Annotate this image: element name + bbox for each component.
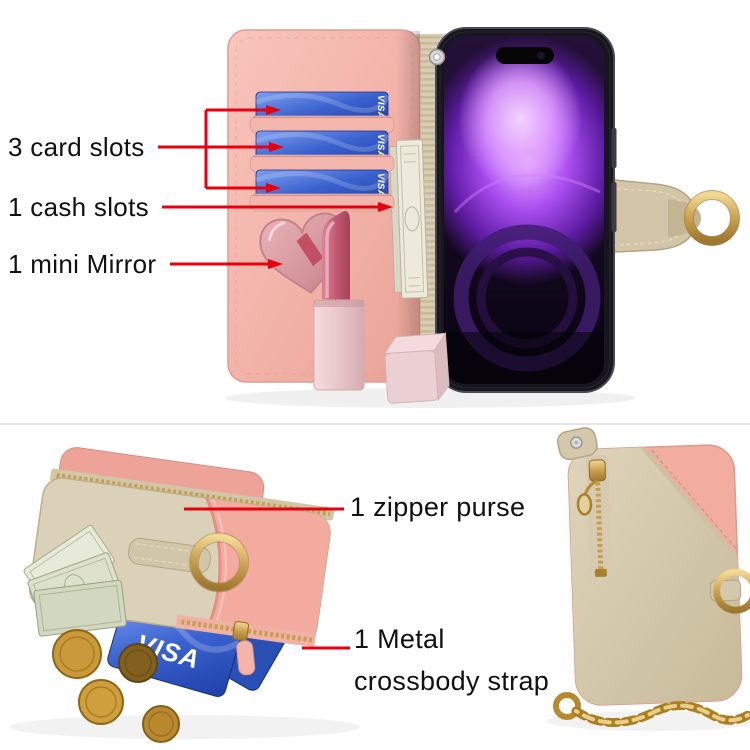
coins: [52, 629, 180, 743]
side-button: [611, 182, 617, 232]
wallet-ring-icon: [190, 533, 249, 592]
hanging-loop: [556, 427, 598, 461]
annotation-crossbody-line1: 1 Metal: [354, 624, 445, 654]
annotation-card-slots: 3 card slots: [8, 132, 145, 162]
front-camera-icon: [537, 51, 545, 60]
zipper-pull: [236, 640, 256, 676]
section-divider: [0, 423, 750, 425]
top-product-scene: VISA VISA VISA: [158, 27, 740, 408]
zipper-pull-icon: [576, 493, 593, 516]
card-slots-pointer: [158, 105, 284, 193]
ring-strap-tab: [128, 537, 212, 574]
card-slot-2: VISA: [249, 130, 395, 173]
side-ring: [709, 568, 750, 614]
zipper-slider-icon: [232, 621, 249, 642]
crossbody-chain: [553, 692, 750, 727]
bottom-zipper: [175, 614, 317, 676]
lipstick-tube: [313, 299, 365, 391]
lipstick-cap-cube: [383, 331, 450, 404]
mirror-pointer: [170, 259, 283, 269]
side-button: [611, 128, 617, 168]
ground-shadow: [10, 715, 360, 739]
card-slot-1: VISA: [249, 91, 395, 134]
annotation-mini-mirror: 1 mini Mirror: [8, 249, 157, 279]
annotation-crossbody-strap: 1 Metal crossbody strap: [354, 618, 549, 702]
wallet-flat: VISA VISA: [23, 447, 335, 743]
dynamic-island: [496, 47, 554, 64]
annotation-cash-slots: 1 cash slots: [8, 192, 149, 222]
card-slots: VISA VISA VISA: [249, 91, 395, 212]
annotation-zipper-purse: 1 zipper purse: [350, 492, 526, 522]
bottom-product-scene: VISA VISA: [10, 427, 750, 743]
lipstick: [313, 211, 365, 391]
hand-strap: [594, 177, 740, 254]
annotation-lines-top: [158, 105, 393, 269]
strap-ring-icon: [684, 190, 740, 246]
strap-eyelet-icon: [428, 48, 446, 66]
phone-screen: [444, 36, 604, 384]
visa-logo: VISA: [375, 173, 386, 197]
wallet-pink-section: [206, 498, 333, 647]
visa-logo: VISA: [375, 134, 386, 158]
annotation-crossbody-line2: crossbody strap: [354, 666, 550, 696]
visa-logo: VISA: [375, 95, 386, 119]
annotation-lines-bottom: [184, 507, 350, 650]
phone: [435, 27, 617, 393]
standing-zipper: [576, 454, 612, 578]
cash-bill: [389, 139, 429, 299]
wallet-standing: [556, 427, 750, 706]
cash-slot-pointer: [162, 202, 393, 212]
cash-bills: [23, 525, 127, 637]
metal-ring-icon: [713, 568, 750, 614]
zipper-slider-icon: [588, 459, 607, 482]
